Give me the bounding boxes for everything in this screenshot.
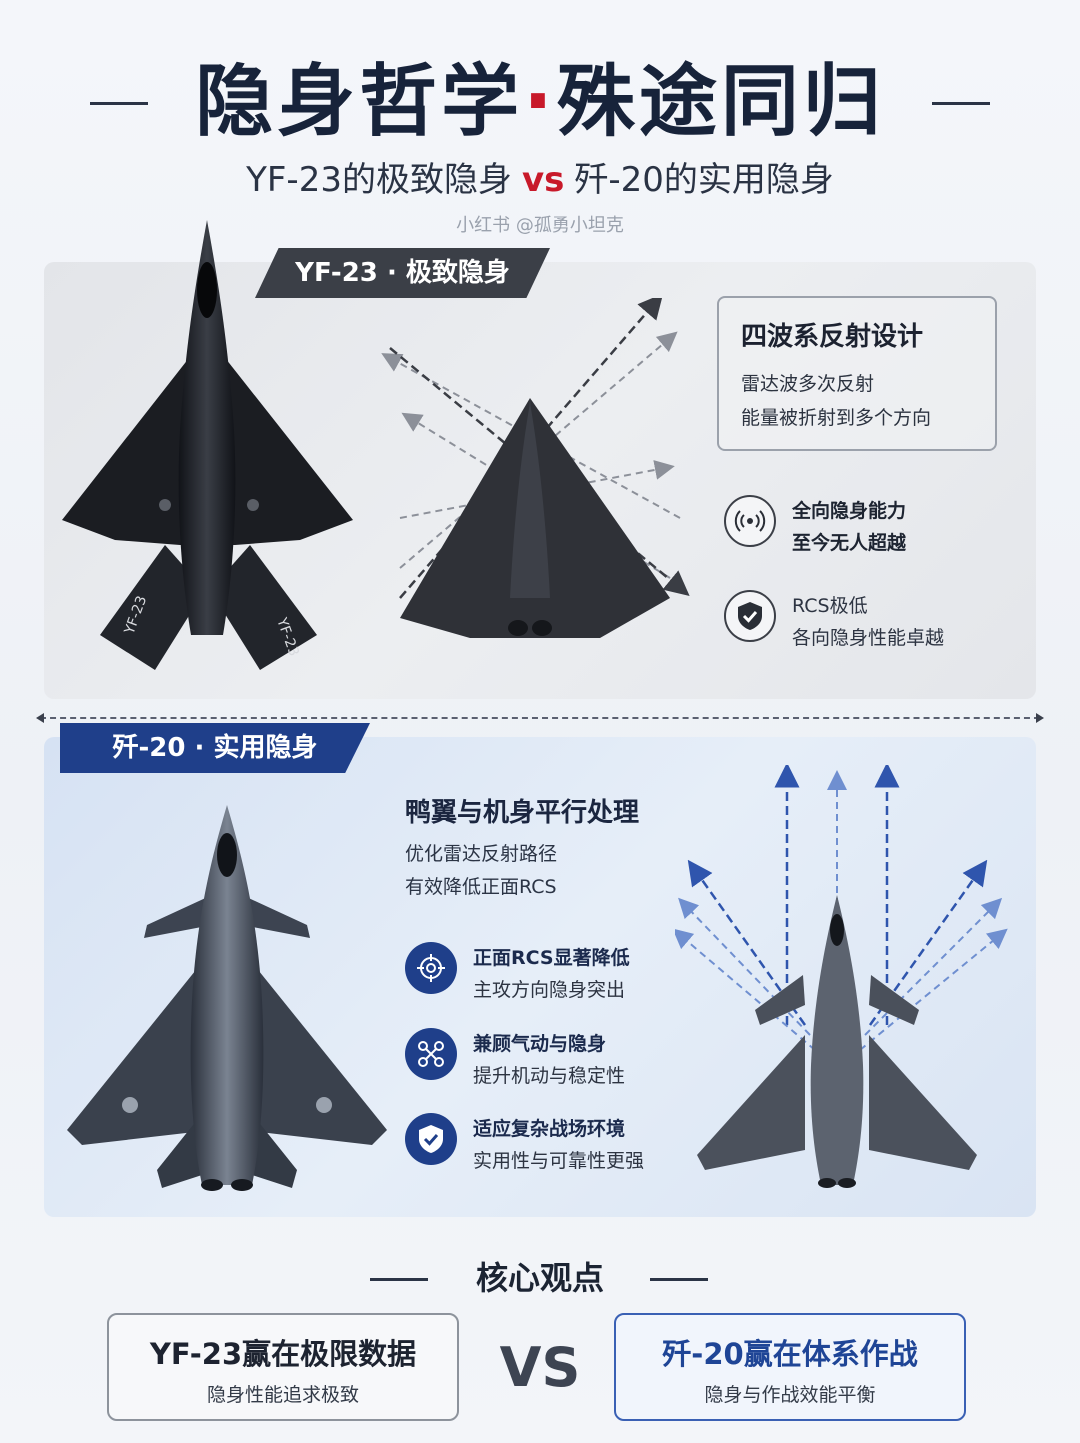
yf23-info-title: 四波系反射设计	[741, 322, 924, 352]
j20-conclusion-sub: 隐身与作战效能平衡	[704, 1384, 876, 1406]
core-title: 核心观点	[475, 1259, 604, 1297]
yf23-conclusion-sub: 隐身性能追求极致	[206, 1384, 359, 1406]
yf23-conclusion-title: YF-23赢在极限数据	[149, 1337, 417, 1371]
yf23-info-line2: 能量被折射到多个方向	[741, 407, 932, 429]
j20-conclusion-card: 歼-20赢在体系作战 隐身与作战效能平衡	[614, 1313, 966, 1421]
title-right: 殊途同归	[556, 57, 885, 147]
j20-feature-1: 正面RCS显著降低 主攻方向隐身突出	[405, 942, 630, 1006]
vs-label: VS	[499, 1336, 581, 1399]
yf23-feature-1-title: 全向隐身能力	[792, 500, 907, 522]
j20-title: 鸭翼与机身平行处理	[405, 798, 640, 828]
section-divider	[40, 717, 1040, 719]
j20-conclusion-title: 歼-20赢在体系作战	[662, 1337, 918, 1371]
j20-feature-2-sub: 提升机动与稳定性	[473, 1065, 626, 1087]
signal-icon	[724, 495, 776, 547]
divider-arrow-right	[1036, 713, 1044, 723]
j20-desc: 优化雷达反射路径 有效降低正面RCS	[405, 838, 557, 904]
subtitle-right: 歼-20的实用隐身	[574, 160, 834, 200]
yf23-feature-2: RCS极低 各向隐身性能卓越	[724, 590, 944, 654]
network-icon	[405, 1028, 457, 1080]
yf23-feature-2-title: RCS极低	[792, 595, 868, 617]
j20-aircraft-image	[67, 805, 387, 1191]
core-left-rule	[370, 1278, 428, 1281]
page-title: 隐身哲学·殊途同归	[150, 52, 930, 152]
j20-feature-3: 适应复杂战场环境 实用性与可靠性更强	[405, 1113, 644, 1177]
target-icon	[405, 942, 457, 994]
yf23-feature-1-sub: 至今无人超越	[792, 532, 907, 554]
yf23-info-line1: 雷达波多次反射	[741, 373, 875, 395]
j20-desc-line2: 有效降低正面RCS	[405, 876, 557, 898]
watermark: 小红书 @孤勇小坦克	[456, 215, 624, 236]
shield-check-icon	[724, 590, 776, 642]
yf23-conclusion-card: YF-23赢在极限数据 隐身性能追求极致	[107, 1313, 459, 1421]
yf23-aircraft-image: YF-23 YF-23	[62, 220, 353, 670]
j20-tab: 歼-20 · 实用隐身	[60, 723, 370, 773]
title-right-rule	[932, 102, 990, 105]
core-right-rule	[650, 1278, 708, 1281]
subtitle-left: YF-23的极致隐身	[246, 160, 512, 200]
j20-feature-3-title: 适应复杂战场环境	[473, 1118, 626, 1140]
title-dot: ·	[523, 57, 557, 147]
j20-feature-1-sub: 主攻方向隐身突出	[473, 979, 626, 1001]
divider-arrow-left	[36, 713, 44, 723]
title-left: 隐身哲学	[195, 57, 524, 147]
j20-feature-1-title: 正面RCS显著降低	[473, 947, 630, 969]
j20-radar-reflection-diagram	[675, 765, 1008, 1188]
j20-feature-2: 兼顾气动与隐身 提升机动与稳定性	[405, 1028, 625, 1092]
title-left-rule	[90, 102, 148, 105]
j20-desc-line1: 优化雷达反射路径	[405, 843, 558, 865]
j20-feature-2-title: 兼顾气动与隐身	[473, 1033, 607, 1055]
yf23-radar-reflection-diagram	[381, 298, 690, 638]
subtitle-vs: vs	[521, 160, 565, 200]
yf23-info-box: 四波系反射设计 雷达波多次反射 能量被折射到多个方向	[717, 296, 997, 451]
yf23-feature-1: 全向隐身能力 至今无人超越	[724, 495, 906, 559]
yf23-tab: YF-23 · 极致隐身	[255, 248, 550, 298]
check-badge-icon	[405, 1113, 457, 1165]
yf23-feature-2-sub: 各向隐身性能卓越	[792, 627, 945, 649]
j20-feature-3-sub: 实用性与可靠性更强	[473, 1150, 645, 1172]
